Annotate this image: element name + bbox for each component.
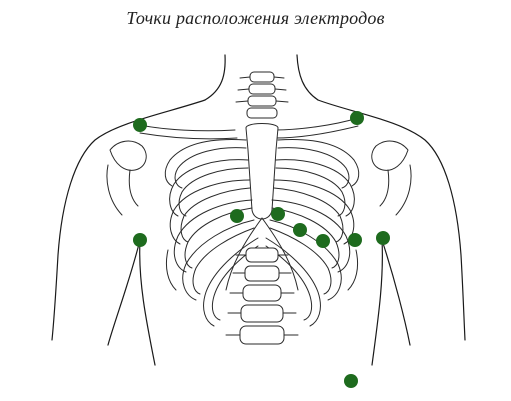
clavicle-right [274, 117, 359, 139]
body-outline [51, 54, 466, 366]
humerus-head-right [379, 164, 412, 216]
clavicles [106, 117, 412, 216]
electrode-v4[interactable] [316, 234, 330, 248]
electrode-v2[interactable] [271, 207, 285, 221]
shoulder-right-line [317, 99, 466, 341]
neck-right-line [296, 54, 319, 101]
electrode-v5[interactable] [348, 233, 362, 247]
electrodes [133, 111, 390, 388]
electrode-ground-lower[interactable] [344, 374, 358, 388]
electrode-right-arm[interactable] [133, 233, 147, 247]
electrode-v3[interactable] [293, 223, 307, 237]
scapula-left [109, 140, 147, 171]
arm-inner-right-line [371, 239, 383, 366]
humerus-head-left [106, 164, 139, 216]
electrode-v1[interactable] [230, 209, 244, 223]
torso-side-right-line [381, 239, 411, 346]
electrode-right-shoulder[interactable] [133, 118, 147, 132]
lumbar-spine [225, 247, 299, 345]
electrode-left-arm[interactable] [376, 231, 390, 245]
sternum [245, 123, 279, 220]
ribcage [164, 139, 360, 327]
torso-side-left-line [107, 239, 141, 346]
scapula-right [371, 140, 409, 171]
clavicle-left [139, 124, 238, 140]
shoulder-left-line [51, 99, 206, 341]
arm-inner-left-line [139, 239, 156, 366]
electrode-left-shoulder[interactable] [350, 111, 364, 125]
cervical-spine [235, 71, 289, 119]
diagram-title: Точки расположения электродов [126, 8, 385, 28]
neck-left-line [204, 54, 226, 101]
